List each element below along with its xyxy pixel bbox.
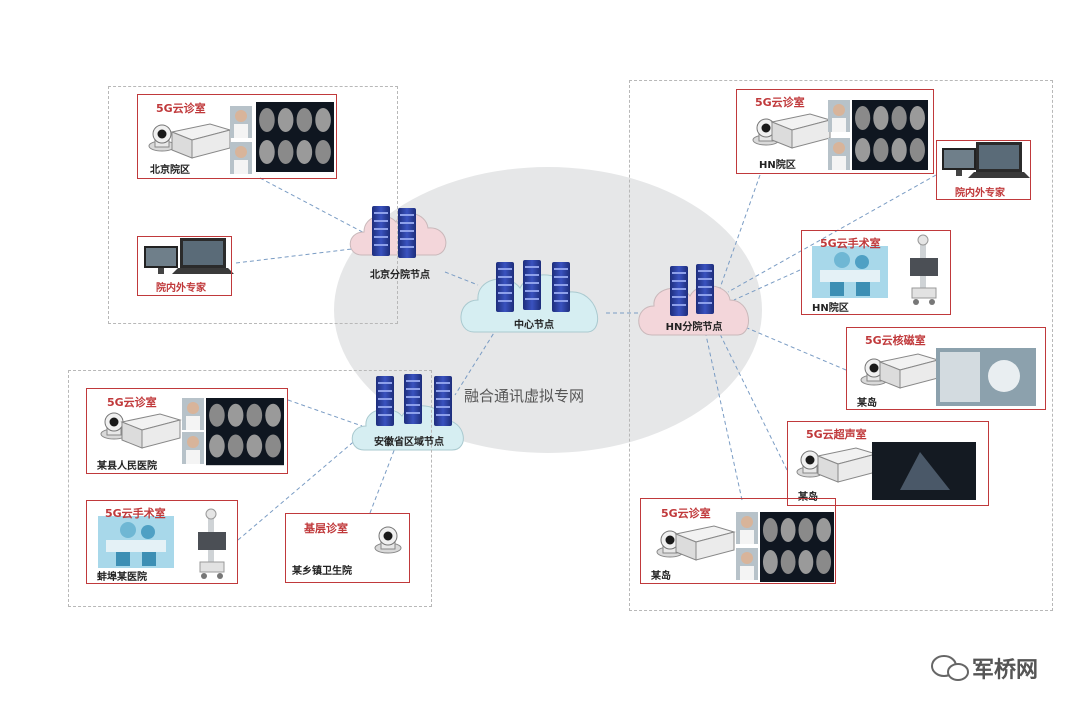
beijing-clinic-box: 5G云诊室 北京院区 xyxy=(137,94,337,179)
hn-surgery-box: 5G云手术室 HN院区 xyxy=(801,230,951,315)
anhui-region xyxy=(68,370,432,607)
servers-center xyxy=(496,260,570,312)
hn-mri-location: 某岛 xyxy=(857,398,877,409)
hn-mri-box: 5G云核磁室 某岛 xyxy=(846,327,1046,410)
anhui-clinic-title: 5G云诊室 xyxy=(107,396,157,409)
hn-mri-devices xyxy=(860,348,1036,406)
anhui-basic-box: 基层诊室 某乡镇卫生院 xyxy=(285,513,410,583)
beijing-expert-title: 院内外专家 xyxy=(156,283,206,294)
anhui-surgery-title: 5G云手术室 xyxy=(105,507,166,520)
node-label-anhui: 安徽省区域节点 xyxy=(374,437,444,448)
anhui-clinic-location: 某县人民医院 xyxy=(97,461,157,472)
connection-lines xyxy=(235,174,937,541)
hn-mri-title: 5G云核磁室 xyxy=(865,334,926,347)
anhui-basic-location: 某乡镇卫生院 xyxy=(292,566,352,577)
anhui-surgery-box: 5G云手术室 蚌埠某医院 xyxy=(86,500,238,584)
anhui-basic-title: 基层诊室 xyxy=(304,522,348,535)
cloud-hn xyxy=(638,285,749,336)
beijing-region xyxy=(108,86,398,324)
beijing-expert-box: 院内外专家 xyxy=(137,236,232,296)
hn-clinic-title: 5G云诊室 xyxy=(755,96,805,109)
hn-ultrasound-location: 某岛 xyxy=(798,492,818,503)
hn-expert-title: 院内外专家 xyxy=(955,188,1005,199)
anhui-surgery-location: 蚌埠某医院 xyxy=(97,572,147,583)
beijing-clinic-title: 5G云诊室 xyxy=(156,102,206,115)
hn-surgery-location: HN院区 xyxy=(812,303,849,314)
watermark-wechat-icon xyxy=(931,655,969,681)
vpn-network-label: 融合通讯虚拟专网 xyxy=(464,387,585,405)
hn-clinic2-box: 5G云诊室 某岛 xyxy=(640,498,836,584)
node-label-beijing: 北京分院节点 xyxy=(370,270,430,281)
hn-surgery-title: 5G云手术室 xyxy=(820,237,881,250)
beijing-clinic-location: 北京院区 xyxy=(150,165,190,176)
hn-ultrasound-devices xyxy=(796,442,976,500)
hn-region xyxy=(629,80,1053,611)
watermark-text: 军桥网 xyxy=(972,658,1039,683)
hn-clinic-location: HN院区 xyxy=(759,160,796,171)
hn-ultrasound-title: 5G云超声室 xyxy=(806,428,867,441)
node-label-center: 中心节点 xyxy=(514,320,554,331)
hn-clinic2-title: 5G云诊室 xyxy=(661,507,711,520)
anhui-clinic-box: 5G云诊室 某县人民医院 xyxy=(86,388,288,474)
hn-clinic-box: 5G云诊室 HN院区 xyxy=(736,89,934,174)
hn-expert-box: 院内外专家 xyxy=(936,140,1031,200)
hn-ultrasound-box: 5G云超声室 某岛 xyxy=(787,421,989,506)
node-label-hn: HN分院节点 xyxy=(665,322,723,333)
hn-clinic2-location: 某岛 xyxy=(651,571,671,582)
